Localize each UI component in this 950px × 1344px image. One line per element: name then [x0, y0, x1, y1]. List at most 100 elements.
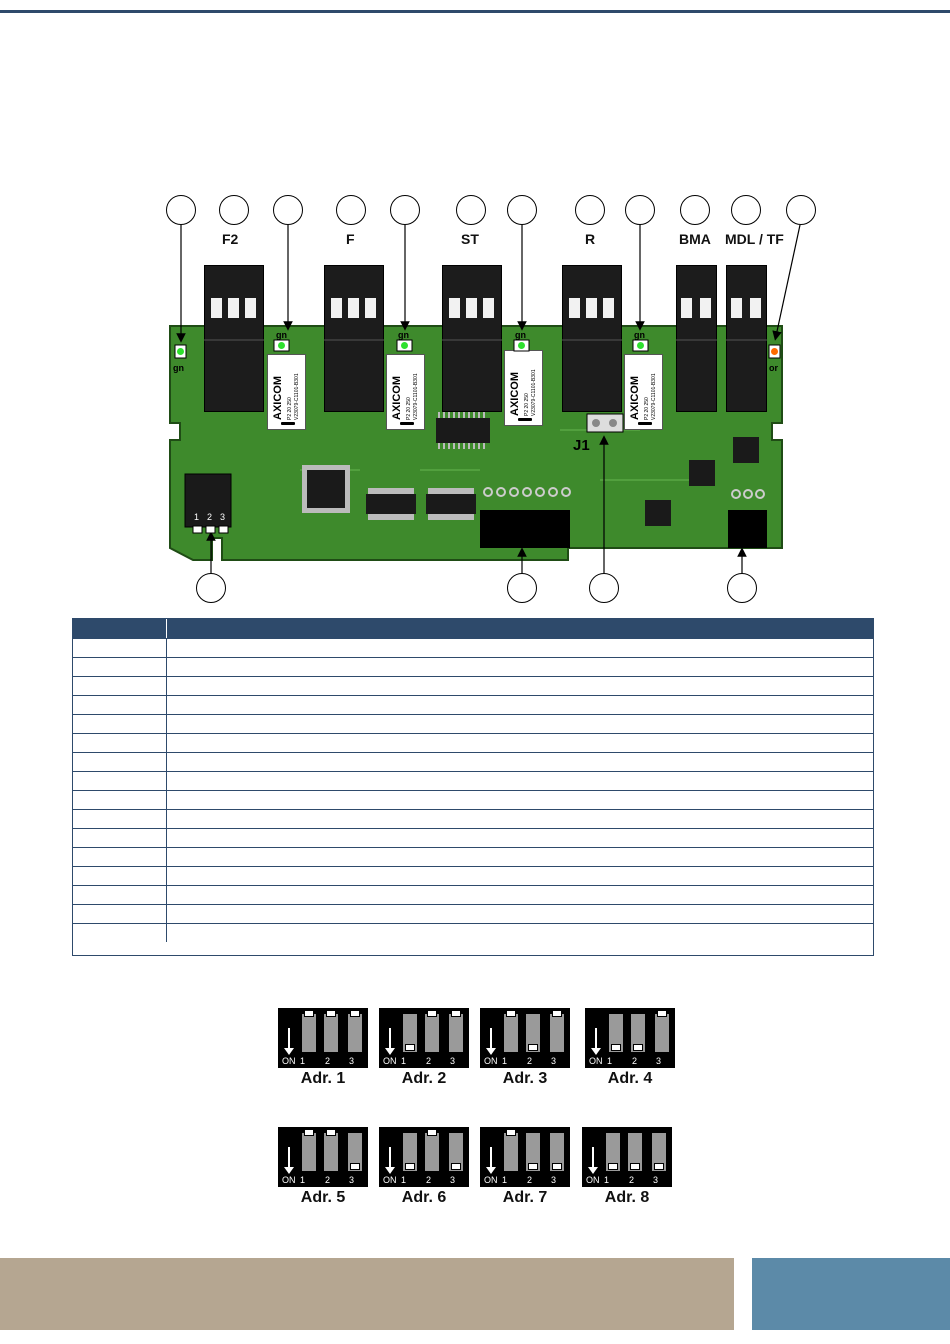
dip-knob — [552, 1163, 562, 1170]
callout-7 — [507, 195, 537, 225]
dip-knob — [427, 1010, 437, 1017]
dip-position-number: 1 — [401, 1056, 407, 1066]
dip-on-label: ON — [282, 1175, 296, 1185]
callout-16 — [727, 573, 757, 603]
relay-2-code: V23079-C1101-B301 — [413, 373, 419, 420]
connector-pins — [204, 298, 767, 341]
dip-slot — [550, 1014, 564, 1052]
relay-2-rating: P2 20 250 — [406, 397, 412, 420]
dip-knob — [405, 1044, 415, 1051]
dip-slot — [449, 1133, 463, 1171]
footer-bar-left — [0, 1258, 734, 1330]
port-label-f: F — [346, 231, 355, 247]
dip-slot — [302, 1133, 316, 1171]
led-1-label: gn — [173, 363, 184, 373]
ic-soic-2 — [426, 488, 476, 520]
terminal-num-3: 3 — [220, 512, 225, 522]
address-label: Adr. 2 — [401, 1070, 447, 1087]
address-label: Adr. 3 — [502, 1070, 548, 1087]
dip-slot — [504, 1133, 518, 1171]
port-label-f2: F2 — [222, 231, 239, 247]
relay-4 — [624, 354, 663, 430]
dip-knob — [304, 1010, 314, 1017]
ic-right-1 — [733, 437, 759, 463]
table-header-cell-1 — [73, 619, 167, 638]
terminal-block — [184, 473, 232, 534]
ic-right-3 — [645, 500, 671, 526]
table-row — [73, 771, 873, 790]
relay-2 — [386, 354, 425, 430]
connector-f — [324, 265, 384, 412]
jumper-label: J1 — [573, 437, 590, 454]
dip-knob — [633, 1044, 643, 1051]
led-4-label: gn — [515, 330, 526, 340]
dip-slot — [348, 1014, 362, 1052]
address-label: Adr. 1 — [300, 1070, 346, 1087]
dip-knob — [304, 1129, 314, 1136]
table-row — [73, 733, 873, 752]
on-arrow-icon — [592, 1147, 594, 1169]
dip-position-number: 1 — [401, 1175, 407, 1185]
table-row — [73, 904, 873, 923]
on-arrow-icon — [389, 1028, 391, 1050]
dip-knob — [506, 1010, 516, 1017]
relay-3-brand: AXICOM — [509, 372, 521, 416]
address-label: Adr. 7 — [502, 1189, 548, 1206]
on-arrow-icon — [288, 1147, 290, 1169]
dip-slot — [403, 1014, 417, 1052]
board-diagram: F2 F ST R BMA MDL / TF — [0, 0, 950, 610]
relay-1-rating: P2 20 250 — [287, 397, 293, 420]
led-4-green — [518, 342, 525, 349]
on-arrow-icon — [288, 1028, 290, 1050]
callout-8 — [575, 195, 605, 225]
dip-slot — [609, 1014, 623, 1052]
led-1-green — [177, 348, 184, 355]
dip-on-label: ON — [484, 1056, 498, 1066]
dip-on-label: ON — [282, 1056, 296, 1066]
dip-knob — [552, 1010, 562, 1017]
dip-slot — [403, 1133, 417, 1171]
dip-position-number: 3 — [349, 1056, 355, 1066]
on-arrow-icon — [490, 1147, 492, 1169]
description-table — [72, 618, 874, 956]
on-arrow-head-icon — [486, 1048, 496, 1055]
address-label: Adr. 6 — [401, 1189, 447, 1206]
callout-leaders — [176, 224, 801, 573]
dip-slot — [302, 1014, 316, 1052]
dip-position-number: 3 — [450, 1056, 456, 1066]
dip-knob — [528, 1044, 538, 1051]
on-arrow-head-icon — [385, 1167, 395, 1174]
led-3-label: gn — [398, 330, 409, 340]
dip-position-number: 1 — [502, 1175, 508, 1185]
connector-r — [562, 265, 622, 412]
dip-position-number: 3 — [551, 1175, 557, 1185]
on-arrow-icon — [595, 1028, 597, 1050]
table-row — [73, 714, 873, 733]
components: 1 2 3 J1 — [184, 412, 767, 548]
relay-4-brand: AXICOM — [629, 376, 641, 420]
dip-position-number: 3 — [450, 1175, 456, 1185]
callout-6 — [456, 195, 486, 225]
port-label-bma: BMA — [679, 231, 711, 247]
relay-3 — [504, 350, 543, 426]
callout-9 — [625, 195, 655, 225]
dip-position-number: 3 — [349, 1175, 355, 1185]
dip-slot — [348, 1133, 362, 1171]
callout-1 — [166, 195, 196, 225]
ic-top-center — [436, 412, 490, 449]
relay-1-code: V23079-C1101-B301 — [294, 373, 300, 420]
address-label: Adr. 8 — [604, 1189, 650, 1206]
dip-position-number: 1 — [300, 1056, 306, 1066]
dip-knob — [451, 1010, 461, 1017]
relay-2-brand: AXICOM — [391, 376, 403, 420]
dip-slot — [324, 1014, 338, 1052]
table-header — [73, 619, 873, 638]
connector-mdl-tf — [726, 265, 767, 412]
ribbon-connector — [480, 487, 571, 548]
on-arrow-head-icon — [385, 1048, 395, 1055]
